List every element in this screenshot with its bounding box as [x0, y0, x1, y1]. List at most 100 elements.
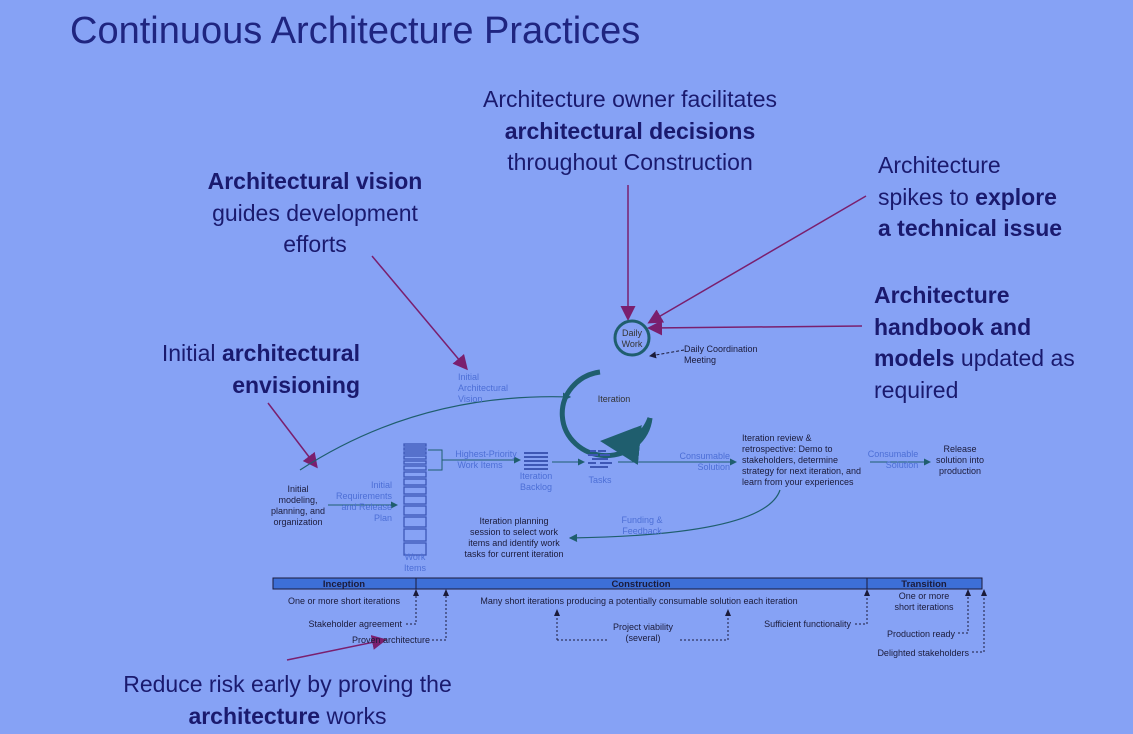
- tasks-label: Tasks: [588, 475, 612, 485]
- vision-arrow: [371, 255, 468, 371]
- work-items-stack: [403, 443, 427, 556]
- callout-handbook-bold3: models: [874, 345, 955, 372]
- iteration-cycle: [559, 369, 653, 459]
- milestone-delighted-stakeholders: Delighted stakeholders: [877, 648, 969, 658]
- consumable-solution-2-label-2: Solution: [886, 460, 919, 470]
- callout-vision-bold: Architectural vision: [207, 168, 423, 194]
- callout-envisioning-bold2: envisioning: [232, 371, 360, 398]
- risk-arrow: [286, 635, 387, 661]
- tasks-icon: [588, 450, 612, 468]
- callout-reduce-risk: Reduce risk early by proving the archite…: [60, 668, 515, 732]
- phase-transition: Transition: [901, 579, 947, 590]
- initial-modeling-label-2: modeling,: [278, 495, 317, 505]
- inception-description: One or more short iterations: [288, 596, 401, 606]
- phase-construction: Construction: [611, 579, 670, 590]
- vision-flow-curve: [299, 392, 572, 471]
- daily-work-label-2: Work: [622, 339, 643, 349]
- daily-coordination-arrow: [649, 349, 685, 359]
- callout-architectural-decisions: Architecture owner facilitates architect…: [430, 84, 830, 179]
- spikes-arrow: [647, 195, 867, 324]
- initial-arch-vision-label-3: Vision: [458, 394, 482, 404]
- callout-handbook-bold1: Architecture: [874, 282, 1010, 308]
- callout-handbook-line4: required: [874, 377, 959, 404]
- release-label-1: Release: [943, 444, 976, 454]
- callout-vision-line3: efforts: [283, 231, 347, 258]
- milestone-production-ready: Production ready: [887, 629, 956, 639]
- iteration-review-label-3: stakeholders, determine: [742, 455, 838, 465]
- phase-bar: [272, 577, 983, 590]
- highest-priority-label-2: Work Items: [457, 460, 503, 470]
- iteration-label: Iteration: [598, 394, 631, 404]
- iteration-planning-label-3: items and identify work: [468, 538, 560, 548]
- callout-risk-post: works: [320, 703, 387, 730]
- page-title: Continuous Architecture Practices: [70, 10, 641, 52]
- daily-work-cycle: [613, 319, 651, 357]
- milestone-stakeholder-agreement: Stakeholder agreement: [308, 619, 402, 629]
- highest-priority-bracket: [428, 449, 443, 471]
- callout-architecture-spikes: Architecture spikes to explore a technic…: [878, 150, 1128, 245]
- callout-decisions-line3: throughout Construction: [507, 149, 753, 176]
- iteration-backlog-label-1: Iteration: [520, 471, 553, 481]
- consumable-solution-1-label-2: Solution: [697, 462, 730, 472]
- work-items-label-2: Items: [404, 563, 427, 573]
- milestone-project-viability-2: (several): [625, 633, 660, 643]
- consumable-solution-1-label-1: Consumable: [679, 451, 730, 461]
- envisioning-arrow: [267, 402, 318, 469]
- callout-decisions-line1: Architecture owner facilitates: [482, 86, 777, 112]
- callout-envisioning-bold1: architectural: [221, 340, 360, 366]
- iteration-backlog-icon: [524, 452, 548, 470]
- handbook-arrow: [647, 320, 863, 336]
- funding-feedback-label-2: Feedback: [622, 526, 662, 536]
- callout-architecture-handbook: Architecture handbook and models updated…: [874, 280, 1129, 407]
- transition-description-1: One or more: [899, 591, 950, 601]
- daily-work-label-1: Daily: [622, 328, 643, 338]
- milestone-proven-architecture: Proven architecture: [352, 635, 430, 645]
- daily-coordination-label-1: Daily Coordination: [684, 344, 758, 354]
- iteration-review-label-1: Iteration review &: [742, 433, 812, 443]
- callout-spikes-bold1: explore: [975, 183, 1057, 210]
- callout-architectural-vision: Architectural vision guides development …: [170, 166, 460, 261]
- initial-modeling-label-1: Initial: [287, 484, 308, 494]
- milestone-sufficient-functionality: Sufficient functionality: [764, 619, 851, 629]
- initial-requirements-label-4: Plan: [374, 513, 392, 523]
- iteration-review-label-2: retrospective: Demo to: [742, 444, 833, 454]
- callout-risk-bold: architecture: [188, 703, 321, 730]
- iteration-planning-label-1: Iteration planning: [479, 516, 548, 526]
- initial-arch-vision-label-1: Initial: [458, 372, 479, 382]
- initial-requirements-label-3: and Release: [341, 502, 392, 512]
- initial-requirements-label-2: Requirements: [336, 491, 393, 501]
- callout-handbook-post: updated as: [954, 345, 1075, 372]
- funding-feedback-curve: [568, 489, 781, 543]
- iteration-review-label-5: learn from your experiences: [742, 477, 854, 487]
- initial-modeling-label-3: planning, and: [271, 506, 325, 516]
- release-label-3: production: [939, 466, 981, 476]
- highest-priority-label-1: Highest-Priority: [455, 449, 517, 459]
- work-items-label-1: Work: [405, 552, 426, 562]
- milestone-project-viability-1: Project viability: [613, 622, 674, 632]
- phase-inception: Inception: [323, 579, 365, 590]
- callout-initial-envisioning: Initial architectural envisioning: [100, 338, 360, 401]
- callout-spikes-bold2: a technical issue: [878, 215, 1063, 242]
- construction-description: Many short iterations producing a potent…: [480, 596, 797, 606]
- funding-feedback-label-1: Funding &: [621, 515, 662, 525]
- daily-coordination-label-2: Meeting: [684, 355, 716, 365]
- callout-vision-line2: guides development: [212, 199, 418, 226]
- callout-envisioning-pre: Initial: [161, 340, 222, 366]
- transition-description-2: short iterations: [894, 602, 954, 612]
- initial-arch-vision-label-2: Architectural: [458, 383, 508, 393]
- consumable-solution-2-label-1: Consumable: [868, 449, 919, 459]
- callout-risk-line1: Reduce risk early by proving the: [123, 671, 452, 697]
- iteration-planning-label-2: session to select work: [470, 527, 559, 537]
- milestone-connectors: [406, 594, 985, 653]
- iteration-planning-label-4: tasks for current iteration: [464, 549, 563, 559]
- iteration-backlog-label-2: Backlog: [520, 482, 552, 492]
- callout-spikes-pre: spikes to: [878, 183, 976, 210]
- callout-decisions-bold: architectural decisions: [504, 117, 756, 144]
- milestone-arrowheads: [413, 589, 987, 616]
- callout-spikes-line1: Architecture: [878, 152, 1001, 178]
- initial-modeling-label-4: organization: [273, 517, 322, 527]
- callout-handbook-bold2: handbook and: [874, 313, 1032, 340]
- iteration-review-label-4: strategy for next iteration, and: [742, 466, 861, 476]
- initial-requirements-label-1: Initial: [371, 480, 392, 490]
